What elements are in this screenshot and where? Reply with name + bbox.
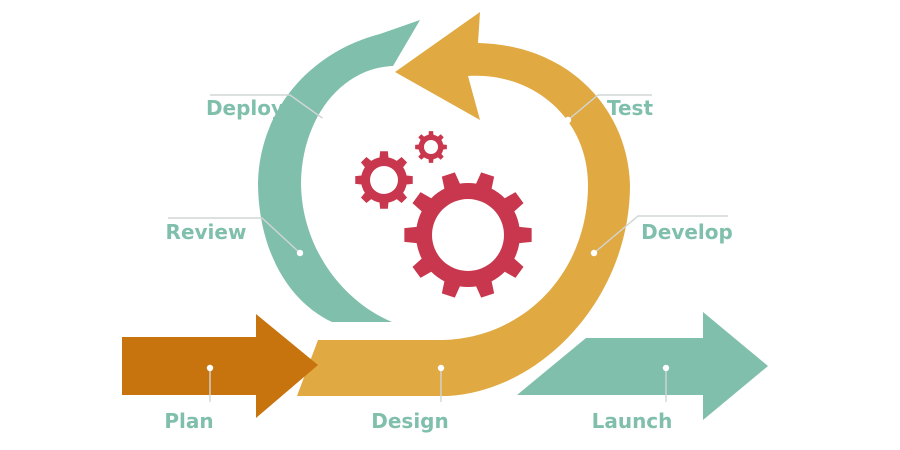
- teal-cycle-arc: [258, 20, 420, 322]
- label-launch: Launch: [592, 409, 673, 433]
- leader-lines: [168, 94, 728, 402]
- gear-icon-large: [404, 172, 532, 298]
- leader-plan: [206, 364, 214, 402]
- plan-arrow: [122, 314, 318, 418]
- gold-cycle-arc: [297, 12, 630, 396]
- label-develop: Develop: [641, 220, 733, 244]
- launch-arrow: [517, 312, 768, 420]
- leader-launch: [662, 364, 670, 402]
- label-design: Design: [371, 409, 448, 433]
- leader-test: [564, 94, 652, 124]
- leader-review: [168, 217, 304, 257]
- leader-design: [437, 364, 445, 402]
- gear-icon-small: [415, 131, 447, 163]
- gears-cluster: [355, 131, 532, 298]
- gear-icon-medium: [355, 151, 413, 209]
- label-plan: Plan: [164, 409, 213, 433]
- leader-deploy: [210, 94, 329, 124]
- leader-develop: [590, 215, 728, 257]
- label-test: Test: [607, 96, 653, 120]
- label-deploy: Deploy: [206, 96, 284, 120]
- label-review: Review: [166, 220, 247, 244]
